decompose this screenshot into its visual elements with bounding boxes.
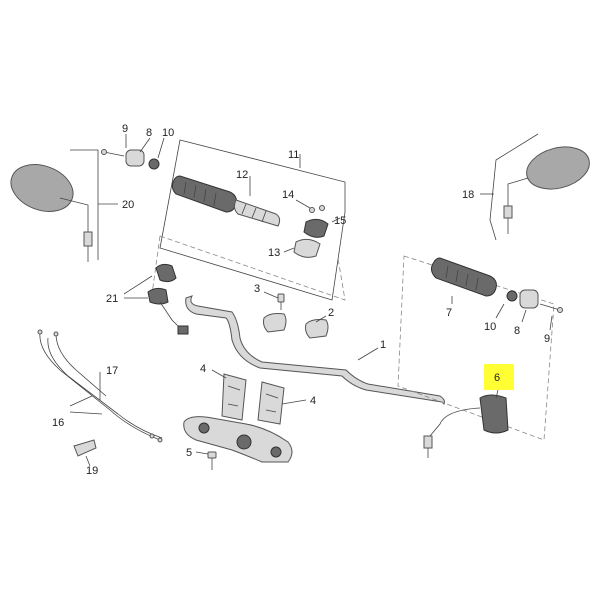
callout-9-right: 9 bbox=[544, 333, 550, 345]
callout-7: 7 bbox=[446, 307, 452, 319]
upper-clamp-2b[interactable] bbox=[305, 319, 329, 339]
cable-clip-19[interactable] bbox=[73, 439, 97, 457]
riser-4a[interactable] bbox=[221, 373, 247, 421]
leader-13 bbox=[283, 247, 295, 253]
callout-13: 13 bbox=[268, 247, 280, 259]
leader-8 bbox=[139, 137, 151, 153]
triple-clamp[interactable] bbox=[183, 416, 293, 463]
leader-4b bbox=[281, 399, 307, 405]
left-bar-end-screw-9[interactable] bbox=[101, 149, 125, 157]
callout-14: 14 bbox=[282, 189, 294, 201]
throttle-housing-15[interactable] bbox=[303, 218, 329, 238]
callout-8: 8 bbox=[146, 127, 152, 139]
throttle-housing-13[interactable] bbox=[293, 238, 321, 258]
callout-20: 20 bbox=[122, 199, 134, 211]
highlight-box bbox=[484, 364, 514, 390]
leader-10 bbox=[157, 137, 165, 159]
mounting-bolt-5[interactable] bbox=[207, 451, 217, 470]
leader-21 bbox=[123, 275, 153, 299]
leader-16 bbox=[69, 395, 103, 415]
right-grip-group-boundary bbox=[397, 255, 555, 441]
upper-clamp-2a[interactable] bbox=[263, 313, 287, 333]
callout-18: 18 bbox=[462, 189, 474, 201]
right-bar-end-weight-8[interactable] bbox=[519, 289, 539, 309]
right-switch-6[interactable] bbox=[423, 394, 509, 458]
callout-19: 19 bbox=[86, 465, 98, 477]
callout-4a: 4 bbox=[200, 363, 206, 375]
leader-19 bbox=[85, 455, 91, 467]
leader-20-bracket bbox=[70, 149, 99, 260]
handlebar-group-boundary-left bbox=[151, 235, 161, 295]
throttle-assembly-box bbox=[159, 139, 346, 301]
callout-17: 17 bbox=[106, 365, 118, 377]
callout-1: 1 bbox=[380, 339, 386, 351]
left-mirror[interactable] bbox=[4, 156, 93, 262]
throttle-cables[interactable] bbox=[37, 329, 163, 443]
leader-5 bbox=[195, 451, 209, 455]
callout-15: 15 bbox=[334, 215, 346, 227]
leader-4a bbox=[211, 369, 227, 379]
callout-16: 16 bbox=[52, 417, 64, 429]
right-grip-7[interactable] bbox=[430, 257, 497, 297]
leader-2 bbox=[315, 315, 327, 323]
left-bar-end-weight-8[interactable] bbox=[125, 149, 145, 167]
left-grip-12[interactable] bbox=[171, 175, 237, 213]
left-switch-21[interactable] bbox=[147, 263, 189, 335]
callout-5: 5 bbox=[186, 447, 192, 459]
callout-10: 10 bbox=[162, 127, 174, 139]
leader-10-right bbox=[495, 303, 505, 319]
handlebar-group-boundary bbox=[159, 235, 346, 301]
clamp-bolt-3[interactable] bbox=[277, 293, 285, 310]
leader-1 bbox=[357, 347, 379, 361]
callout-4b: 4 bbox=[310, 395, 316, 407]
callout-11: 11 bbox=[288, 149, 299, 161]
callout-2: 2 bbox=[328, 307, 334, 319]
callout-8-right: 8 bbox=[514, 325, 520, 337]
right-bar-end-spacer-10[interactable] bbox=[506, 290, 518, 302]
callout-12: 12 bbox=[236, 169, 248, 181]
right-bar-end-screw-9[interactable] bbox=[539, 303, 563, 313]
screws-14[interactable] bbox=[309, 205, 325, 213]
leader-15 bbox=[331, 217, 341, 223]
throttle-tube[interactable] bbox=[233, 199, 281, 227]
leader-9-right bbox=[549, 315, 553, 331]
callout-10-right: 10 bbox=[484, 321, 496, 333]
callout-3: 3 bbox=[254, 283, 260, 295]
leader-14 bbox=[295, 199, 311, 209]
leader-18-bracket bbox=[489, 133, 539, 241]
right-mirror[interactable] bbox=[503, 140, 594, 234]
callout-21: 21 bbox=[106, 293, 118, 305]
leader-3 bbox=[263, 291, 279, 299]
leader-6 bbox=[495, 389, 499, 399]
callout-6[interactable]: 6 bbox=[494, 372, 500, 384]
riser-4b[interactable] bbox=[257, 381, 285, 425]
left-bar-end-spacer-10[interactable] bbox=[148, 158, 160, 170]
handlebar-1[interactable] bbox=[185, 295, 445, 405]
leader-8-right bbox=[521, 309, 527, 323]
callout-9: 9 bbox=[122, 123, 128, 135]
